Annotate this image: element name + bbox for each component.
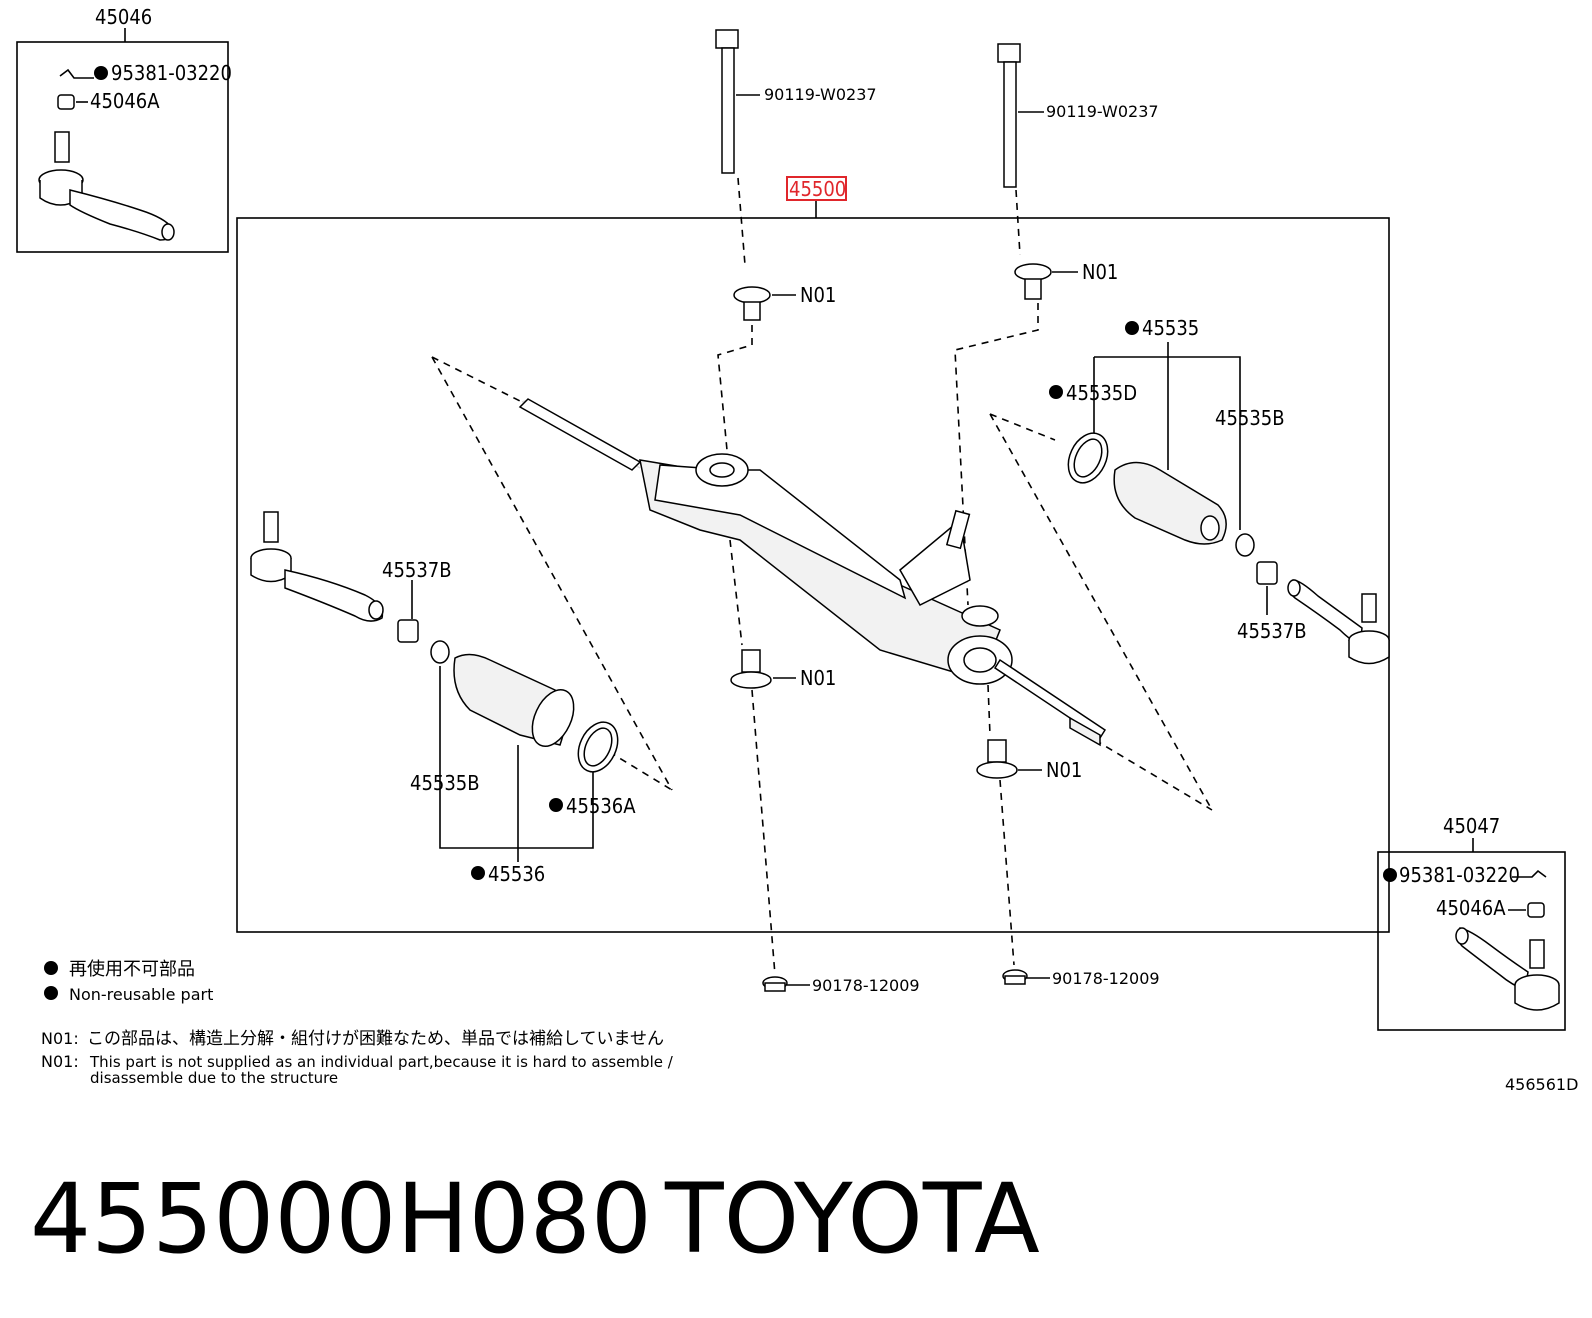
n01-prefix-en: N01: bbox=[41, 1052, 79, 1071]
callout-90178-12009-1: 90178-12009 bbox=[812, 976, 920, 995]
callout-n01-4: N01 bbox=[1046, 758, 1082, 782]
callout-95381-03220-right: 95381-03220 bbox=[1399, 863, 1520, 887]
non-reusable-dot bbox=[94, 66, 108, 80]
callouts-right-boot: 45535 45535D 45535B bbox=[1049, 316, 1285, 530]
bolt-1: 90119-W0237 bbox=[715, 29, 877, 266]
callout-45536: 45536 bbox=[488, 862, 545, 886]
non-reusable-dot bbox=[44, 986, 58, 1000]
callout-90178-12009-2: 90178-12009 bbox=[1052, 969, 1160, 988]
guide-left bbox=[431, 356, 673, 791]
callout-45535: 45535 bbox=[1142, 316, 1199, 340]
bushing-n01-2: N01 bbox=[954, 260, 1118, 606]
callout-45046A-left: 45046A bbox=[90, 89, 160, 113]
boot-right bbox=[1113, 461, 1227, 545]
callout-n01-3: N01 bbox=[800, 666, 836, 690]
callout-n01-2: N01 bbox=[1082, 260, 1118, 284]
bushing-n01-1: N01 bbox=[717, 283, 836, 451]
callout-90119-W0237-2: 90119-W0237 bbox=[1046, 102, 1159, 121]
callout-90119-W0237-1: 90119-W0237 bbox=[764, 85, 877, 104]
legend-non-reusable-en: Non-reusable part bbox=[69, 985, 213, 1004]
legend-non-reusable-jp: 再使用不可部品 bbox=[69, 959, 195, 980]
steering-rack-housing bbox=[518, 398, 1107, 747]
clip-left bbox=[430, 640, 450, 664]
right-tie-rod-end bbox=[1287, 579, 1390, 665]
assembly-frame bbox=[236, 217, 1390, 933]
clamp-right bbox=[1067, 432, 1109, 484]
nut-90178-2: 90178-12009 bbox=[1002, 969, 1160, 988]
non-reusable-dot bbox=[1125, 321, 1139, 335]
non-reusable-dot bbox=[471, 866, 485, 880]
callout-45046A-right: 45046A bbox=[1436, 896, 1506, 920]
footer-brand: TOYOTA bbox=[664, 1163, 1040, 1275]
figure-id: 456561D bbox=[1505, 1075, 1578, 1094]
n01-note-jp: この部品は、構造上分解・組付けが困難なため、単品では補給していません bbox=[87, 1029, 664, 1049]
callout-45536A: 45536A bbox=[566, 794, 636, 818]
n01-note-en-line2: disassemble due to the structure bbox=[90, 1069, 338, 1087]
callout-45535B-right: 45535B bbox=[1215, 406, 1285, 430]
clip-right bbox=[1235, 533, 1255, 557]
footer-part-number: 455000H080 bbox=[30, 1163, 652, 1275]
callout-45046: 45046 bbox=[95, 5, 152, 29]
callout-45537B-left: 45537B bbox=[382, 558, 452, 582]
non-reusable-dot bbox=[549, 798, 563, 812]
non-reusable-dot bbox=[44, 961, 58, 975]
lock-nut-right: 45537B bbox=[1237, 561, 1307, 643]
callout-45535B-left: 45535B bbox=[410, 771, 480, 795]
bushing-n01-4: N01 bbox=[976, 684, 1082, 966]
bushing-n01-3: N01 bbox=[729, 539, 836, 976]
callout-45500: 45500 bbox=[789, 177, 846, 201]
callout-45535D: 45535D bbox=[1066, 381, 1137, 405]
lock-nut-left: 45537B bbox=[382, 558, 452, 643]
nut-90178-1: 90178-12009 bbox=[762, 976, 920, 995]
non-reusable-dot bbox=[1383, 868, 1397, 882]
n01-note-en-line1: This part is not supplied as an individu… bbox=[89, 1053, 674, 1071]
callouts-left-boot: 45535B 45536A 45536 bbox=[410, 666, 636, 886]
left-tie-rod-end bbox=[250, 511, 384, 622]
inset-tie-rod-end-right: 45047 95381-03220 45046A bbox=[1377, 814, 1566, 1031]
tie-rod-end-right-icon bbox=[1455, 927, 1560, 1011]
inset-tie-rod-end-left: 45046 95381-03220 45046A bbox=[16, 5, 232, 253]
non-reusable-dot bbox=[1049, 385, 1063, 399]
tie-rod-end-left-icon bbox=[38, 131, 175, 241]
callout-45537B-right: 45537B bbox=[1237, 619, 1307, 643]
callout-n01-1: N01 bbox=[800, 283, 836, 307]
callout-95381-03220-left: 95381-03220 bbox=[111, 61, 232, 85]
guide-right bbox=[989, 413, 1213, 811]
callout-45047: 45047 bbox=[1443, 814, 1500, 838]
n01-prefix-jp: N01: bbox=[41, 1029, 79, 1048]
boot-left bbox=[453, 653, 619, 773]
legend: 再使用不可部品 Non-reusable part N01: この部品は、構造上… bbox=[41, 959, 674, 1087]
highlight-box bbox=[786, 176, 847, 201]
bolt-2: 90119-W0237 bbox=[997, 43, 1159, 256]
